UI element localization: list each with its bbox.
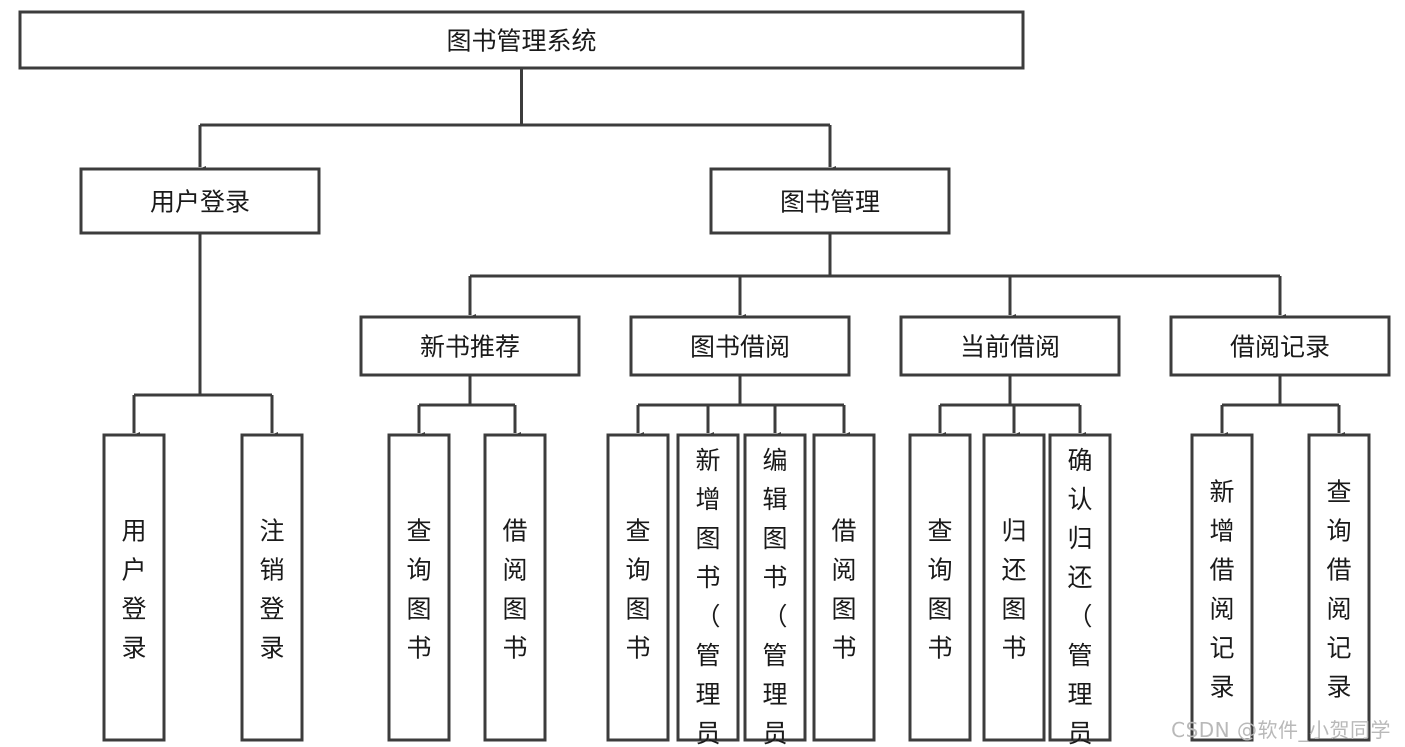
- node-box: [812, 433, 876, 742]
- node-leaf-user-login[interactable]: 用户登录: [102, 433, 166, 742]
- node-leaf-return-book[interactable]: 归还图书: [982, 433, 1046, 742]
- node-label: 借阅图书: [831, 517, 856, 663]
- node-leaf-query-record[interactable]: 查询借阅记录: [1307, 433, 1371, 742]
- node-box: [240, 433, 304, 742]
- edges-layer: [128, 68, 1345, 442]
- node-box: [709, 167, 951, 235]
- node-leaf-query-book-2[interactable]: 查询图书: [606, 433, 670, 742]
- edge-group: [934, 375, 1086, 442]
- edge-group: [413, 375, 521, 442]
- node-label: 注销登录: [259, 517, 284, 663]
- node-book-manage[interactable]: 图书管理: [709, 167, 951, 235]
- node-box: [102, 433, 166, 742]
- node-leaf-add-book[interactable]: 新增图书（管理员）: [676, 433, 740, 747]
- node-label: 查询图书: [927, 517, 952, 663]
- edge-group: [1216, 375, 1345, 442]
- node-label: 用户登录: [121, 517, 146, 663]
- node-box: [387, 433, 451, 742]
- node-leaf-query-book-1[interactable]: 查询图书: [387, 433, 451, 742]
- node-label: 查询图书: [406, 517, 431, 663]
- node-box: [1307, 433, 1371, 742]
- node-box: [79, 167, 321, 235]
- node-leaf-confirm-return[interactable]: 确认归还（管理员）: [1048, 433, 1112, 747]
- node-user-login[interactable]: 用户登录: [79, 167, 321, 235]
- node-box: [1048, 433, 1112, 742]
- node-box: [743, 433, 807, 742]
- nodes-layer: 图书管理系统用户登录图书管理新书推荐图书借阅当前借阅借阅记录用户登录注销登录查询…: [18, 10, 1391, 747]
- edge-group: [464, 233, 1286, 324]
- node-leaf-user-logout[interactable]: 注销登录: [240, 433, 304, 742]
- node-box: [629, 315, 851, 377]
- node-current-borrow[interactable]: 当前借阅: [899, 315, 1121, 377]
- edge-group: [128, 233, 278, 442]
- node-box: [899, 315, 1121, 377]
- node-leaf-borrow-book-2[interactable]: 借阅图书: [812, 433, 876, 742]
- node-book-borrow[interactable]: 图书借阅: [629, 315, 851, 377]
- node-label: 当前借阅: [960, 333, 1060, 362]
- node-box: [18, 10, 1025, 70]
- node-box: [483, 433, 547, 742]
- node-box: [1190, 433, 1254, 742]
- node-leaf-query-book-3[interactable]: 查询图书: [908, 433, 972, 742]
- node-leaf-add-record[interactable]: 新增借阅记录: [1190, 433, 1254, 742]
- node-box: [676, 433, 740, 742]
- node-label: 图书管理系统: [446, 27, 596, 56]
- node-leaf-borrow-book-1[interactable]: 借阅图书: [483, 433, 547, 742]
- node-label: 查询图书: [625, 517, 650, 663]
- node-box: [359, 315, 581, 377]
- node-box: [1169, 315, 1391, 377]
- node-label: 借阅记录: [1230, 333, 1330, 362]
- node-root-system[interactable]: 图书管理系统: [18, 10, 1025, 70]
- node-label: 查询借阅记录: [1326, 478, 1351, 702]
- node-label: 新增借阅记录: [1209, 478, 1234, 702]
- node-label: 借阅图书: [502, 517, 527, 663]
- node-leaf-edit-book[interactable]: 编辑图书（管理员）: [743, 433, 807, 747]
- node-label: 新书推荐: [420, 333, 520, 362]
- node-new-book-rec[interactable]: 新书推荐: [359, 315, 581, 377]
- node-label: 新增图书（管理员）: [695, 446, 720, 747]
- edge-group: [632, 375, 850, 442]
- edge-group: [194, 68, 836, 176]
- node-box: [908, 433, 972, 742]
- node-label: 编辑图书（管理员）: [762, 446, 787, 747]
- node-label: 图书管理: [780, 188, 880, 217]
- node-box: [606, 433, 670, 742]
- node-label: 确认归还（管理员）: [1067, 446, 1092, 747]
- node-box: [982, 433, 1046, 742]
- node-label: 图书借阅: [690, 333, 790, 362]
- node-label: 归还图书: [1001, 517, 1026, 663]
- node-label: 用户登录: [150, 188, 250, 217]
- node-borrow-records[interactable]: 借阅记录: [1169, 315, 1391, 377]
